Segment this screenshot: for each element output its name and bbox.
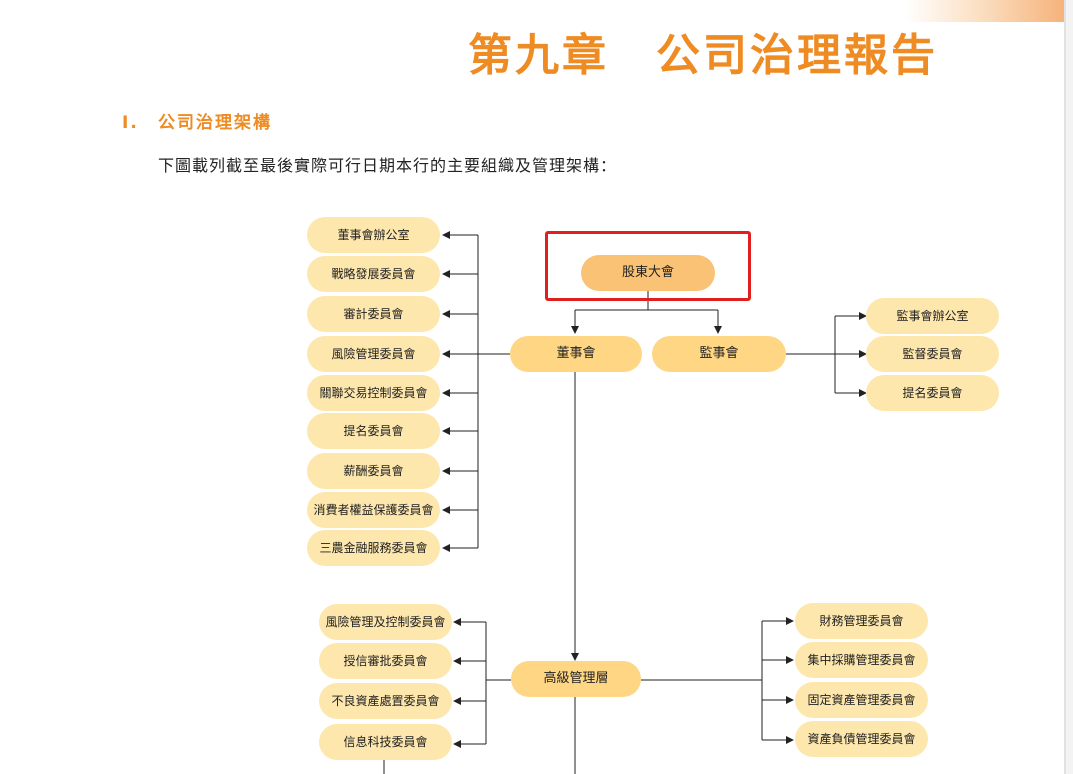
page-edge-line [1064, 0, 1066, 774]
node-management-committee: 不良資產處置委員會 [319, 683, 452, 719]
section-title: 公司治理架構 [158, 113, 272, 133]
node-shareholders-meeting: 股東大會 [581, 255, 715, 291]
section-heading: I. 公司治理架構 [122, 110, 272, 136]
section-number: I. [122, 113, 139, 133]
page-edge [1066, 0, 1073, 774]
node-board-committee: 戰略發展委員會 [307, 256, 440, 292]
node-supervisor-committee: 監事會辦公室 [866, 298, 999, 334]
node-management-committee: 財務管理委員會 [795, 603, 928, 639]
node-management-committee: 資產負債管理委員會 [795, 721, 928, 757]
node-senior-management: 高級管理層 [511, 661, 641, 697]
node-board-committee: 關聯交易控制委員會 [307, 375, 440, 411]
node-management-committee: 信息科技委員會 [319, 724, 452, 760]
node-management-committee: 集中採購管理委員會 [795, 642, 928, 678]
node-management-committee: 固定資產管理委員會 [795, 682, 928, 718]
node-board-committee: 審計委員會 [307, 296, 440, 332]
node-board-committee: 三農金融服務委員會 [307, 530, 440, 566]
node-board-committee: 薪酬委員會 [307, 453, 440, 489]
highlight-box [545, 231, 751, 301]
intro-text: 下圖載列截至最後實際可行日期本行的主要組織及管理架構： [158, 156, 618, 175]
chapter-title: 第九章 公司治理報告 [468, 30, 938, 81]
node-board: 董事會 [510, 336, 642, 372]
node-board-committee: 董事會辦公室 [307, 217, 440, 253]
node-board-committee: 提名委員會 [307, 413, 440, 449]
node-supervisor-committee: 監督委員會 [866, 336, 999, 372]
node-board-committee: 消費者權益保護委員會 [307, 492, 440, 528]
node-management-committee: 授信審批委員會 [319, 643, 452, 679]
node-board-committee: 風險管理委員會 [307, 336, 440, 372]
node-supervisor-committee: 提名委員會 [866, 375, 999, 411]
node-supervisory-board: 監事會 [652, 336, 786, 372]
node-management-committee: 風險管理及控制委員會 [319, 604, 452, 640]
corner-gradient [905, 0, 1065, 22]
